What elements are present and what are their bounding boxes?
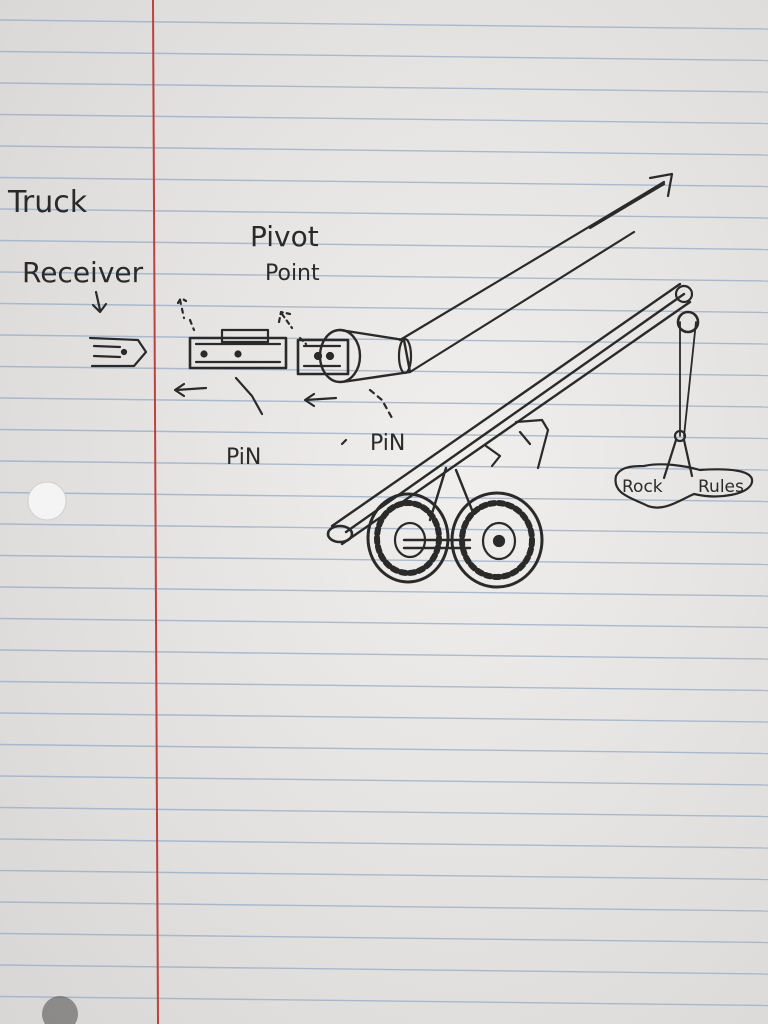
ruled-lines	[0, 19, 768, 1007]
ruled-line	[0, 586, 768, 597]
ruled-line	[0, 838, 768, 849]
boom-extension	[398, 180, 666, 374]
truck-label: Truck	[7, 185, 88, 220]
ruled-line	[0, 649, 768, 660]
ruled-line	[0, 901, 768, 912]
grapple-arms	[662, 438, 694, 480]
ruled-line	[0, 271, 768, 282]
swing-arrow-right	[277, 310, 308, 346]
push-arrow-right	[303, 392, 338, 408]
boom-brackets	[484, 418, 550, 470]
ruled-line	[0, 397, 768, 408]
pin-pointer-right	[368, 388, 394, 420]
ruled-line	[0, 82, 768, 93]
ruled-line	[0, 460, 768, 471]
rules-label: Rules	[698, 477, 744, 497]
ruled-line	[0, 806, 768, 818]
ruled-line	[0, 50, 768, 62]
ruled-line	[0, 523, 768, 534]
ruled-line	[0, 491, 768, 503]
receiver-hitch	[88, 336, 148, 368]
ruled-line	[0, 995, 768, 1007]
rock-label: Rock	[622, 477, 663, 497]
ruled-line	[0, 365, 768, 377]
binder-hole-bottom	[42, 996, 78, 1024]
swing-arrow-left	[176, 296, 196, 332]
ruled-line	[0, 712, 768, 723]
ruled-line	[0, 869, 768, 881]
ruled-line	[0, 208, 768, 219]
ruled-line	[0, 428, 768, 440]
wheel-rear	[366, 492, 450, 584]
point-label: Point	[265, 261, 320, 286]
margin-line	[152, 0, 159, 1024]
ruled-line	[0, 334, 768, 345]
hitch-coupler	[188, 328, 288, 370]
pin-label-right: PiN	[370, 431, 405, 456]
cable-hook	[673, 429, 687, 443]
receiver-arrow	[91, 290, 108, 314]
wheel-front	[450, 491, 544, 589]
ruled-line	[0, 19, 768, 30]
ruled-line	[0, 680, 768, 692]
pivot-assembly	[296, 328, 413, 384]
ruled-line	[0, 176, 768, 188]
ruled-line	[0, 964, 768, 975]
ruled-line	[0, 932, 768, 944]
binder-hole	[27, 481, 67, 521]
pin-pointer-left	[234, 376, 264, 416]
ruled-line	[0, 617, 768, 629]
push-arrow-left	[173, 382, 208, 398]
rock-outline	[614, 463, 754, 509]
extension-arrowhead	[648, 172, 674, 198]
ruled-line	[0, 743, 768, 755]
ruled-line	[0, 775, 768, 786]
winch-cable	[679, 321, 697, 437]
ruled-line	[0, 145, 768, 156]
pin-label-left: PiN	[226, 445, 261, 470]
ruled-line	[0, 239, 768, 251]
receiver-label: Receiver	[22, 256, 144, 289]
pin-tick	[340, 438, 348, 446]
axle-suspension	[402, 466, 474, 550]
ruled-line	[0, 113, 768, 125]
pulley-wheel	[676, 310, 700, 334]
pivot-label: Pivot	[250, 220, 319, 253]
